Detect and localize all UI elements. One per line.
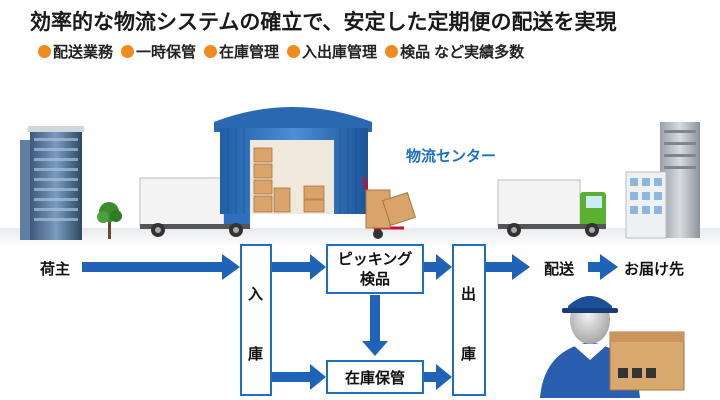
inbound-char-1: 入 bbox=[248, 285, 264, 303]
outbound-box bbox=[452, 244, 486, 396]
storage-box: 在庫保管 bbox=[326, 360, 424, 394]
storage-label: 在庫保管 bbox=[344, 368, 405, 387]
service-item: 在庫管理 bbox=[204, 41, 279, 62]
arrow-head bbox=[310, 364, 326, 390]
delivery-truck-left-icon bbox=[139, 177, 250, 237]
inspection-label: 検品 bbox=[359, 270, 390, 288]
arrow-head bbox=[512, 254, 530, 280]
destination-label: お届け先 bbox=[624, 260, 685, 278]
service-item: 配送業務 bbox=[38, 41, 113, 62]
arrow-head bbox=[436, 364, 452, 390]
arrow-head bbox=[310, 254, 326, 280]
bullet-dot bbox=[204, 45, 218, 58]
bullet-dot bbox=[38, 45, 51, 58]
hand-truck-icon bbox=[362, 177, 417, 239]
picking-label: ピッキング bbox=[337, 250, 413, 268]
arrow-inbound-to-picking bbox=[272, 262, 310, 272]
service-label: 配送業務 bbox=[53, 43, 114, 61]
bullet-dot bbox=[385, 45, 399, 58]
service-item: 一時保管 bbox=[121, 41, 196, 62]
page-title: 効率的な物流システムの確立で、安定した定期便の配送を実現 bbox=[30, 10, 617, 34]
flow-arrows bbox=[82, 254, 618, 390]
service-label: 入出庫管理 bbox=[302, 43, 378, 61]
warehouse-icon bbox=[214, 107, 372, 214]
bullet-dot bbox=[121, 45, 135, 58]
ground bbox=[0, 228, 720, 246]
logistics-center-label: 物流センター bbox=[406, 147, 497, 165]
arrow-head bbox=[600, 254, 618, 280]
arrow-picking-to-outbound bbox=[424, 262, 438, 272]
service-tail: など実績多数 bbox=[434, 43, 525, 61]
service-item: 検品など実績多数 bbox=[385, 41, 524, 62]
arrow-outbound-to-delivery bbox=[486, 262, 514, 272]
tree-icon bbox=[97, 202, 122, 239]
arrow-shipper-to-inbound bbox=[82, 262, 222, 272]
service-label: 検品 bbox=[400, 43, 431, 61]
arrow-head bbox=[436, 254, 452, 280]
outbound-char-1: 出 bbox=[461, 285, 477, 303]
delivery-truck-right-icon bbox=[497, 179, 606, 237]
picking-inspection-box: ピッキング 検品 bbox=[326, 244, 424, 294]
arrow-picking-to-storage bbox=[370, 295, 380, 343]
service-item: 入出庫管理 bbox=[287, 41, 377, 62]
delivery-label: 配送 bbox=[544, 260, 575, 278]
arrow-head bbox=[362, 341, 388, 356]
bullet-dot bbox=[287, 45, 301, 58]
shipper-label: 荷主 bbox=[40, 260, 71, 278]
arrow-storage-to-outbound bbox=[424, 372, 438, 382]
office-tower-left-icon bbox=[20, 126, 84, 240]
arrow-delivery-to-destination bbox=[588, 262, 602, 272]
outbound-char-2: 庫 bbox=[461, 345, 477, 363]
service-label: 在庫管理 bbox=[219, 43, 280, 61]
inbound-box bbox=[240, 244, 272, 396]
arrow-head bbox=[222, 254, 240, 280]
inbound-char-2: 庫 bbox=[248, 345, 264, 363]
service-list: 配送業務 一時保管 在庫管理 入出庫管理 検品など実績多数 bbox=[38, 41, 524, 62]
office-building-right-icon bbox=[625, 122, 700, 239]
cardboard-box-icon bbox=[609, 331, 685, 391]
service-label: 一時保管 bbox=[136, 43, 197, 61]
arrow-inbound-to-storage bbox=[272, 372, 310, 382]
